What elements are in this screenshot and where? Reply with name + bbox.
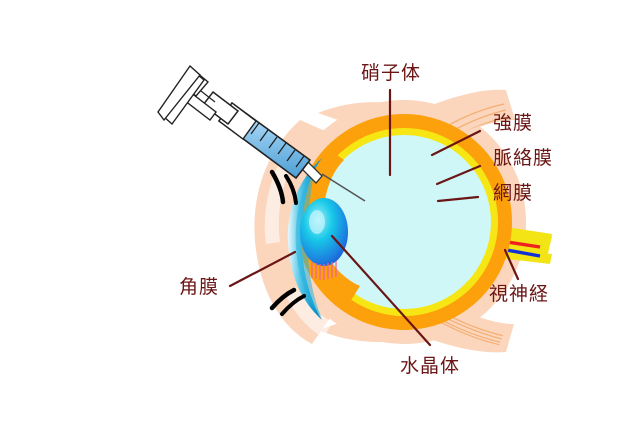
label-crystalline-lens: 水晶体 (400, 355, 461, 377)
label-optic-nerve: 視神経 (489, 283, 550, 305)
syringe-graduations (250, 122, 305, 168)
zonular-fibers (311, 261, 337, 280)
label-vitreous-body: 硝子体 (361, 62, 422, 84)
label-cornea: 角膜 (179, 276, 220, 298)
leader-crystalline-lens (330, 234, 432, 347)
label-retina: 網膜 (493, 182, 534, 204)
leader-optic-nerve (503, 248, 520, 281)
syringe (157, 64, 366, 202)
syringe-needle (321, 173, 366, 202)
leader-retina (436, 195, 480, 203)
leader-sclera (430, 129, 482, 157)
label-sclera: 強膜 (493, 112, 534, 134)
leader-cornea (228, 250, 297, 288)
impact-motion-marks (269, 169, 306, 316)
label-choroid: 脈絡膜 (493, 147, 554, 169)
leader-choroid (435, 164, 482, 186)
leader-lines (228, 88, 520, 347)
crystalline-lens (300, 198, 348, 266)
